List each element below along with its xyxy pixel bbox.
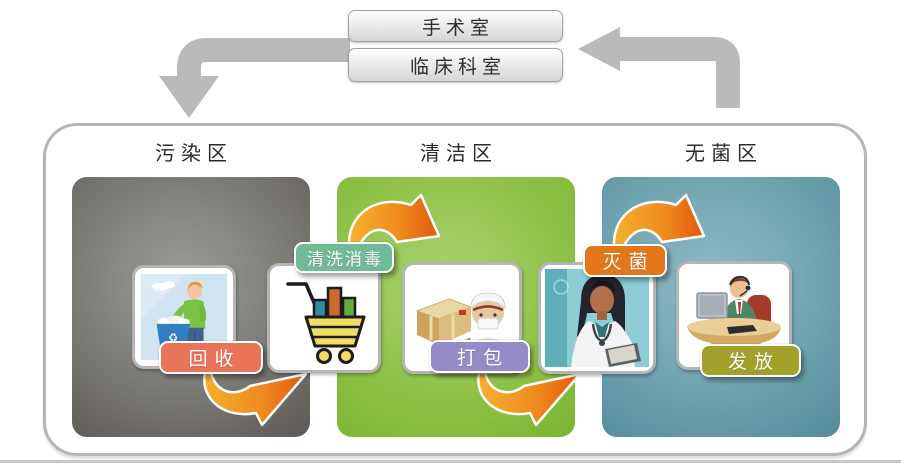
- bottom-divider: [0, 460, 901, 463]
- step-label-sterilization: 灭菌: [583, 244, 667, 277]
- step-label-sterilization-text: 灭菌: [602, 251, 655, 273]
- destination-operating-room: 手术室: [348, 10, 563, 42]
- zone-title-clean: 清洁区: [420, 141, 498, 165]
- dispatch-desk-illustration: [687, 275, 781, 360]
- step-box-washing: [267, 263, 381, 373]
- destination-clinical-dept-label: 临床科室: [409, 55, 506, 78]
- cart-icon: [286, 282, 366, 364]
- destination-clinical-dept: 临床科室: [348, 48, 563, 82]
- process-arrow-sterilize-icon: [612, 193, 706, 250]
- step-label-collection-text: 回收: [188, 348, 241, 370]
- zone-title-sterile: 无菌区: [685, 141, 763, 165]
- process-arrow-wash-icon: [347, 193, 441, 250]
- process-arrow-pack-to-sterilize-icon: [477, 371, 582, 427]
- step-box-sterilization: [538, 262, 656, 374]
- destination-operating-room-label: 手术室: [421, 16, 494, 39]
- recycle-glyph-icon: ♻: [168, 330, 179, 344]
- step-label-dispatch: 发放: [700, 344, 801, 377]
- flow-arrow-down-to-contaminated-icon: [159, 38, 350, 118]
- step-label-washing: 清洗消毒: [294, 242, 394, 273]
- step-label-collection: 回收: [159, 341, 263, 374]
- zone-title-contaminated: 污染区: [155, 141, 233, 165]
- step-label-packing: 打包: [429, 340, 530, 373]
- step-label-dispatch-text: 发放: [727, 351, 780, 373]
- step-label-packing-text: 打包: [456, 347, 509, 369]
- process-arrow-collect-to-wash-icon: [203, 371, 308, 427]
- female-doctor-illustration: [545, 269, 649, 367]
- flow-arrow-left-from-sterile-icon: [578, 27, 740, 108]
- step-label-washing-text: 清洗消毒: [307, 250, 383, 270]
